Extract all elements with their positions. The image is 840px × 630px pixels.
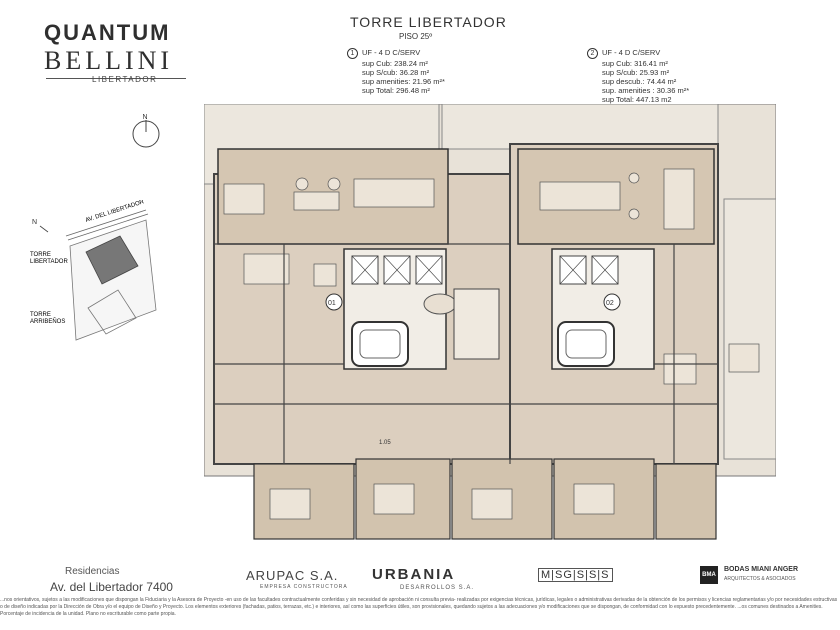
site-north-label: N: [32, 219, 37, 226]
unit1-number-badge: 1: [347, 48, 358, 59]
unit1-line-4: sup Total: 296.48 m²: [362, 86, 430, 95]
logo-urbania-sub: DESARROLLOS S.A.: [400, 585, 475, 591]
unit2-line-5: sup Total: 447.13 m2: [602, 95, 672, 104]
footer-address: Av. del Libertador 7400: [50, 580, 173, 594]
brand-logo-bellini: BELLINI: [44, 46, 174, 75]
unit2-line-0: UF - 4 D C/SERV: [602, 48, 661, 57]
core-unit2: [551, 248, 655, 370]
logo-msgsss: M|SG|S|S|S: [538, 568, 613, 582]
legal-disclaimer: ...nos orientativos, sujetos a las modif…: [0, 597, 838, 617]
logo-bma-name: BODAS MIANI ANGER: [724, 566, 799, 573]
unit2-line-3: sup descub.: 74.44 m²: [602, 77, 677, 86]
unit1-specs: 1 UF - 4 D C/SERV sup Cub: 238.24 m² sup …: [347, 48, 445, 95]
north-compass-icon: N: [132, 114, 160, 148]
unit-label-01: 01: [325, 293, 343, 311]
brand-logo-libertador: LIBERTADOR: [92, 75, 158, 84]
logo-bma: BMA: [700, 566, 718, 584]
terrace-unit2: [441, 104, 719, 150]
central-hall-ellipse: [423, 293, 457, 315]
street-line: [65, 209, 147, 237]
interior-walls: [214, 144, 718, 464]
unit-label-02-text: 02: [606, 300, 614, 307]
page-title: TORRE LIBERTADOR: [350, 14, 507, 30]
unit2-line-1: sup Cub: 316.41 m²: [602, 59, 668, 68]
logo-bma-sub: ARQUITECTOS & ASOCIADOS: [724, 576, 796, 582]
site-plan: N AV. DEL LIBERTADOR TORRE LIBERTADOR TO…: [30, 200, 157, 341]
footer-residencias: Residencias: [65, 566, 120, 577]
beds: [269, 483, 615, 520]
logo-divider: [46, 78, 186, 79]
tower-libertador-footprint: [85, 235, 139, 285]
logo-arupac-sub: EMPRESA CONSTRUCTORA: [260, 584, 348, 590]
unit2-line-2: sup S/cub: 25.93 m²: [602, 68, 670, 77]
tower2-label-b: ARRIBEÑOS: [30, 318, 65, 325]
core-unit1: [343, 248, 447, 370]
bedrooms: [253, 458, 717, 540]
logo-urbania: URBANIA: [372, 566, 456, 583]
unit2-specs: 2 UF - 4 D C/SERV sup Cub: 316.41 m² sup …: [587, 48, 689, 104]
floor-plan: 01 02 1.05: [204, 104, 776, 540]
unit1-line-1: sup Cub: 238.24 m²: [362, 59, 428, 68]
furniture-unit2: [539, 168, 760, 385]
tower1-label-b: LIBERTADOR: [30, 259, 68, 265]
furniture-unit1: [223, 177, 435, 287]
street-line-2: [67, 213, 149, 241]
floor-label: PISO 25º: [399, 32, 433, 41]
site-lot: [69, 219, 157, 341]
unit-label-01-text: 01: [328, 300, 336, 307]
brand-logo-quantum: QUANTUM: [44, 20, 171, 45]
central-stair: [453, 288, 500, 360]
unit2-line-4: sup. amenities : 30.36 m²*: [602, 86, 690, 95]
tower-arribenos-footprint: [87, 289, 137, 335]
unit1-line-2: sup S/cub: 36.28 m²: [362, 68, 430, 77]
unit1-line-0: UF - 4 D C/SERV: [362, 48, 421, 57]
site-north-arrow: [39, 225, 49, 233]
tower2-label-a: TORRE: [30, 312, 51, 318]
logo-arupac: ARUPAC S.A.: [246, 568, 339, 583]
unit2-number-badge: 2: [587, 48, 598, 59]
dimension-label: 1.05: [379, 440, 391, 446]
side-terrace: [723, 198, 776, 460]
unit1-line-3: sup amenities: 21.96 m²*: [362, 77, 445, 86]
tower1-label-a: TORRE: [30, 252, 51, 258]
unit-label-02: 02: [603, 293, 621, 311]
compass-north-label: N: [143, 114, 148, 121]
